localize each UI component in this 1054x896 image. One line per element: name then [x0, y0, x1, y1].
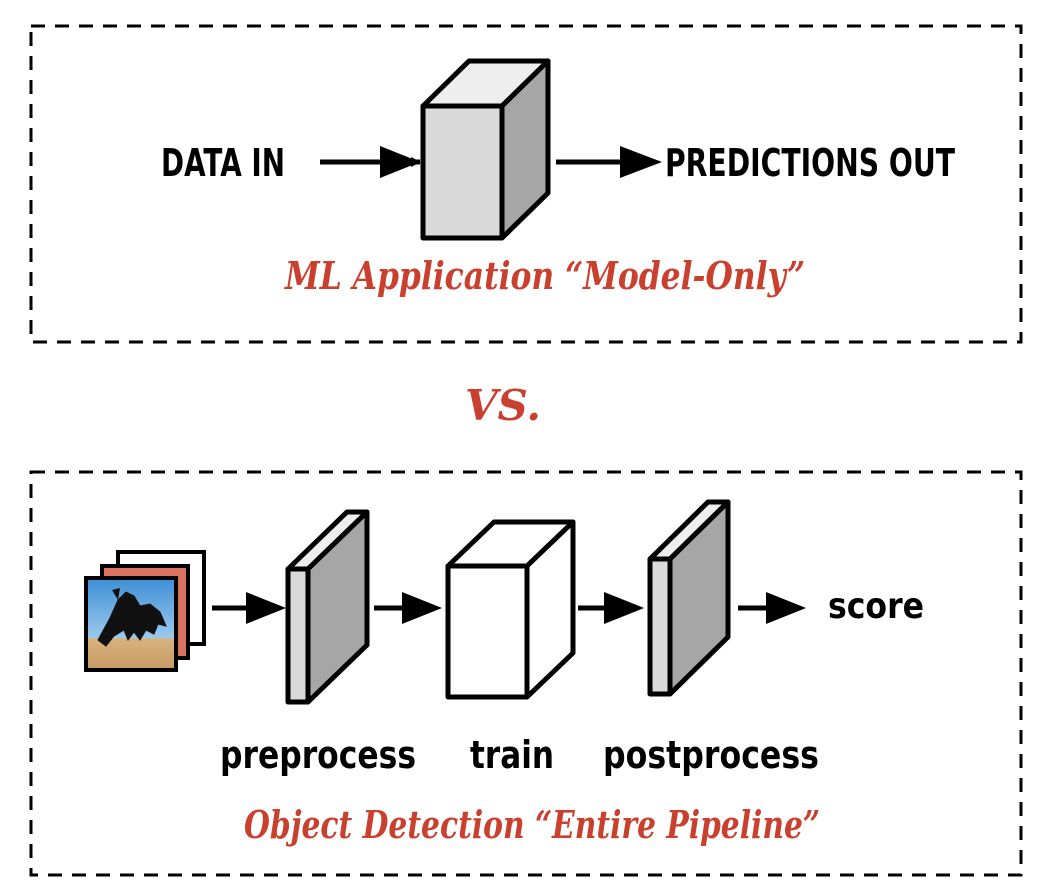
top-panel: DATA IN PREDICTIONS OUT ML Application “…: [29, 24, 1023, 344]
arrowhead-to-preprocess: [246, 592, 286, 624]
input-arrowhead: [380, 146, 420, 178]
output-arrowhead: [620, 146, 662, 178]
postprocess-label: postprocess: [603, 733, 819, 777]
data-in-label: DATA IN: [161, 141, 285, 185]
model-block-icon: [420, 58, 551, 241]
predictions-out-label: PREDICTIONS OUT: [665, 141, 955, 185]
postprocess-block-icon: [647, 499, 731, 697]
top-caption: ML Application “Model-Only”: [283, 253, 805, 298]
arrowhead-to-postprocess: [604, 592, 644, 624]
bottom-panel: score preprocess train postprocess Objec…: [29, 470, 1023, 877]
train-label: train: [470, 733, 554, 777]
arrowhead-to-score: [766, 592, 806, 624]
score-label: score: [828, 586, 924, 627]
train-block-icon: [445, 519, 576, 700]
horse-photo-stack-icon: [84, 550, 206, 672]
bottom-caption: Object Detection “Entire Pipeline”: [244, 802, 820, 847]
arrowhead-to-train: [402, 592, 442, 624]
preprocess-label: preprocess: [220, 733, 416, 777]
vs-label: VS.: [465, 381, 541, 430]
preprocess-block-icon: [285, 509, 370, 705]
top-panel-border: [29, 24, 1023, 344]
